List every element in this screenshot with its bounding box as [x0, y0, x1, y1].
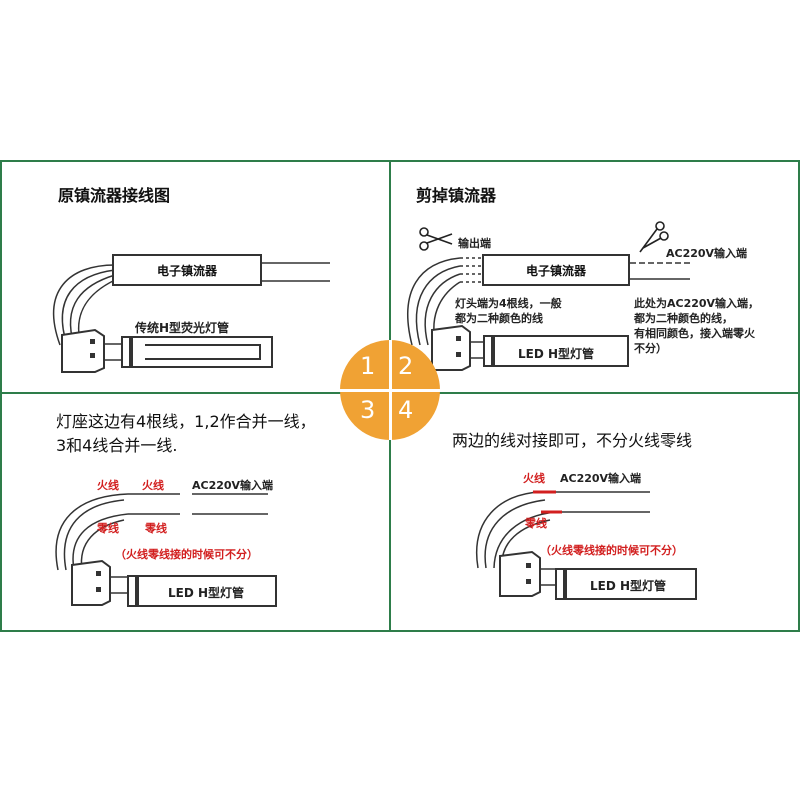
badge-number-4: 4 — [398, 396, 414, 424]
step-number-badge: 1 2 3 4 — [340, 340, 440, 440]
panel3-neutral-label-2: 零线 — [145, 522, 167, 535]
panel2-note-right: 此处为AC220V输入端， 都为二种颜色的线， 有相同颜色，接入端零火 不分） — [634, 296, 759, 356]
panel3-neutral-label-1: 零线 — [97, 522, 119, 535]
badge-number-2: 2 — [398, 352, 414, 380]
panel3-tube-label: LED H型灯管 — [168, 586, 245, 600]
panel4-title: 两边的线对接即可，不分火线零线 — [452, 431, 693, 450]
panel2-note-right-line2: 都为二种颜色的线， — [634, 312, 733, 325]
panel3-title-line1: 灯座这边有4根线，1,2作合并一线， — [56, 412, 316, 431]
panel1-title: 原镇流器接线图 — [58, 186, 171, 205]
panel3-title: 灯座这边有4根线，1,2作合并一线， 3和4线合并一线. — [56, 410, 316, 458]
scissors-icon-left — [419, 227, 453, 251]
panel2-note-right-line4: 不分） — [634, 342, 667, 355]
panel1-tube-label: 传统H型荧光灯管 — [135, 321, 230, 335]
scissors-icon-right — [639, 221, 669, 253]
panel1-ballast-label: 电子镇流器 — [156, 263, 217, 278]
panel4-hint: （火线零线接的时候可不分） — [540, 544, 683, 557]
panel2-note-left-line2: 都为二种颜色的线 — [455, 312, 543, 325]
panel2-note-left: 灯头端为4根线，一般 都为二种颜色的线 — [455, 296, 562, 326]
panel1-ballast-box: 电子镇流器 — [112, 254, 262, 286]
panel2-title: 剪掉镇流器 — [416, 186, 497, 205]
badge-divider-horizontal — [340, 389, 440, 392]
panel3-hint: （火线零线接的时候可不分） — [115, 548, 258, 561]
panel2-ballast-label: 电子镇流器 — [525, 263, 586, 278]
panel4-tube-label: LED H型灯管 — [590, 579, 667, 593]
panel3-title-line2: 3和4线合并一线. — [56, 436, 178, 455]
panel2-tube-label: LED H型灯管 — [518, 347, 595, 361]
panel2-note-right-line3: 有相同颜色，接入端零火 — [634, 327, 755, 340]
panel2-output-label: 输出端 — [458, 237, 491, 250]
panel2-note-right-line1: 此处为AC220V输入端， — [634, 297, 760, 310]
badge-number-1: 1 — [360, 352, 376, 380]
panel4-input-label: AC220V输入端 — [560, 472, 642, 485]
panel2-note-left-line1: 灯头端为4根线，一般 — [455, 297, 562, 310]
panel2-ballast-box: 电子镇流器 — [482, 254, 630, 286]
panel3-input-label: AC220V输入端 — [192, 479, 274, 492]
panel3-live-label-2: 火线 — [142, 479, 164, 492]
panel3-live-label-1: 火线 — [97, 479, 119, 492]
panel4-live-label: 火线 — [523, 472, 545, 485]
badge-number-3: 3 — [360, 396, 376, 424]
panel2-input-label: AC220V输入端 — [666, 247, 748, 260]
panel4-neutral-label: 零线 — [525, 517, 547, 530]
